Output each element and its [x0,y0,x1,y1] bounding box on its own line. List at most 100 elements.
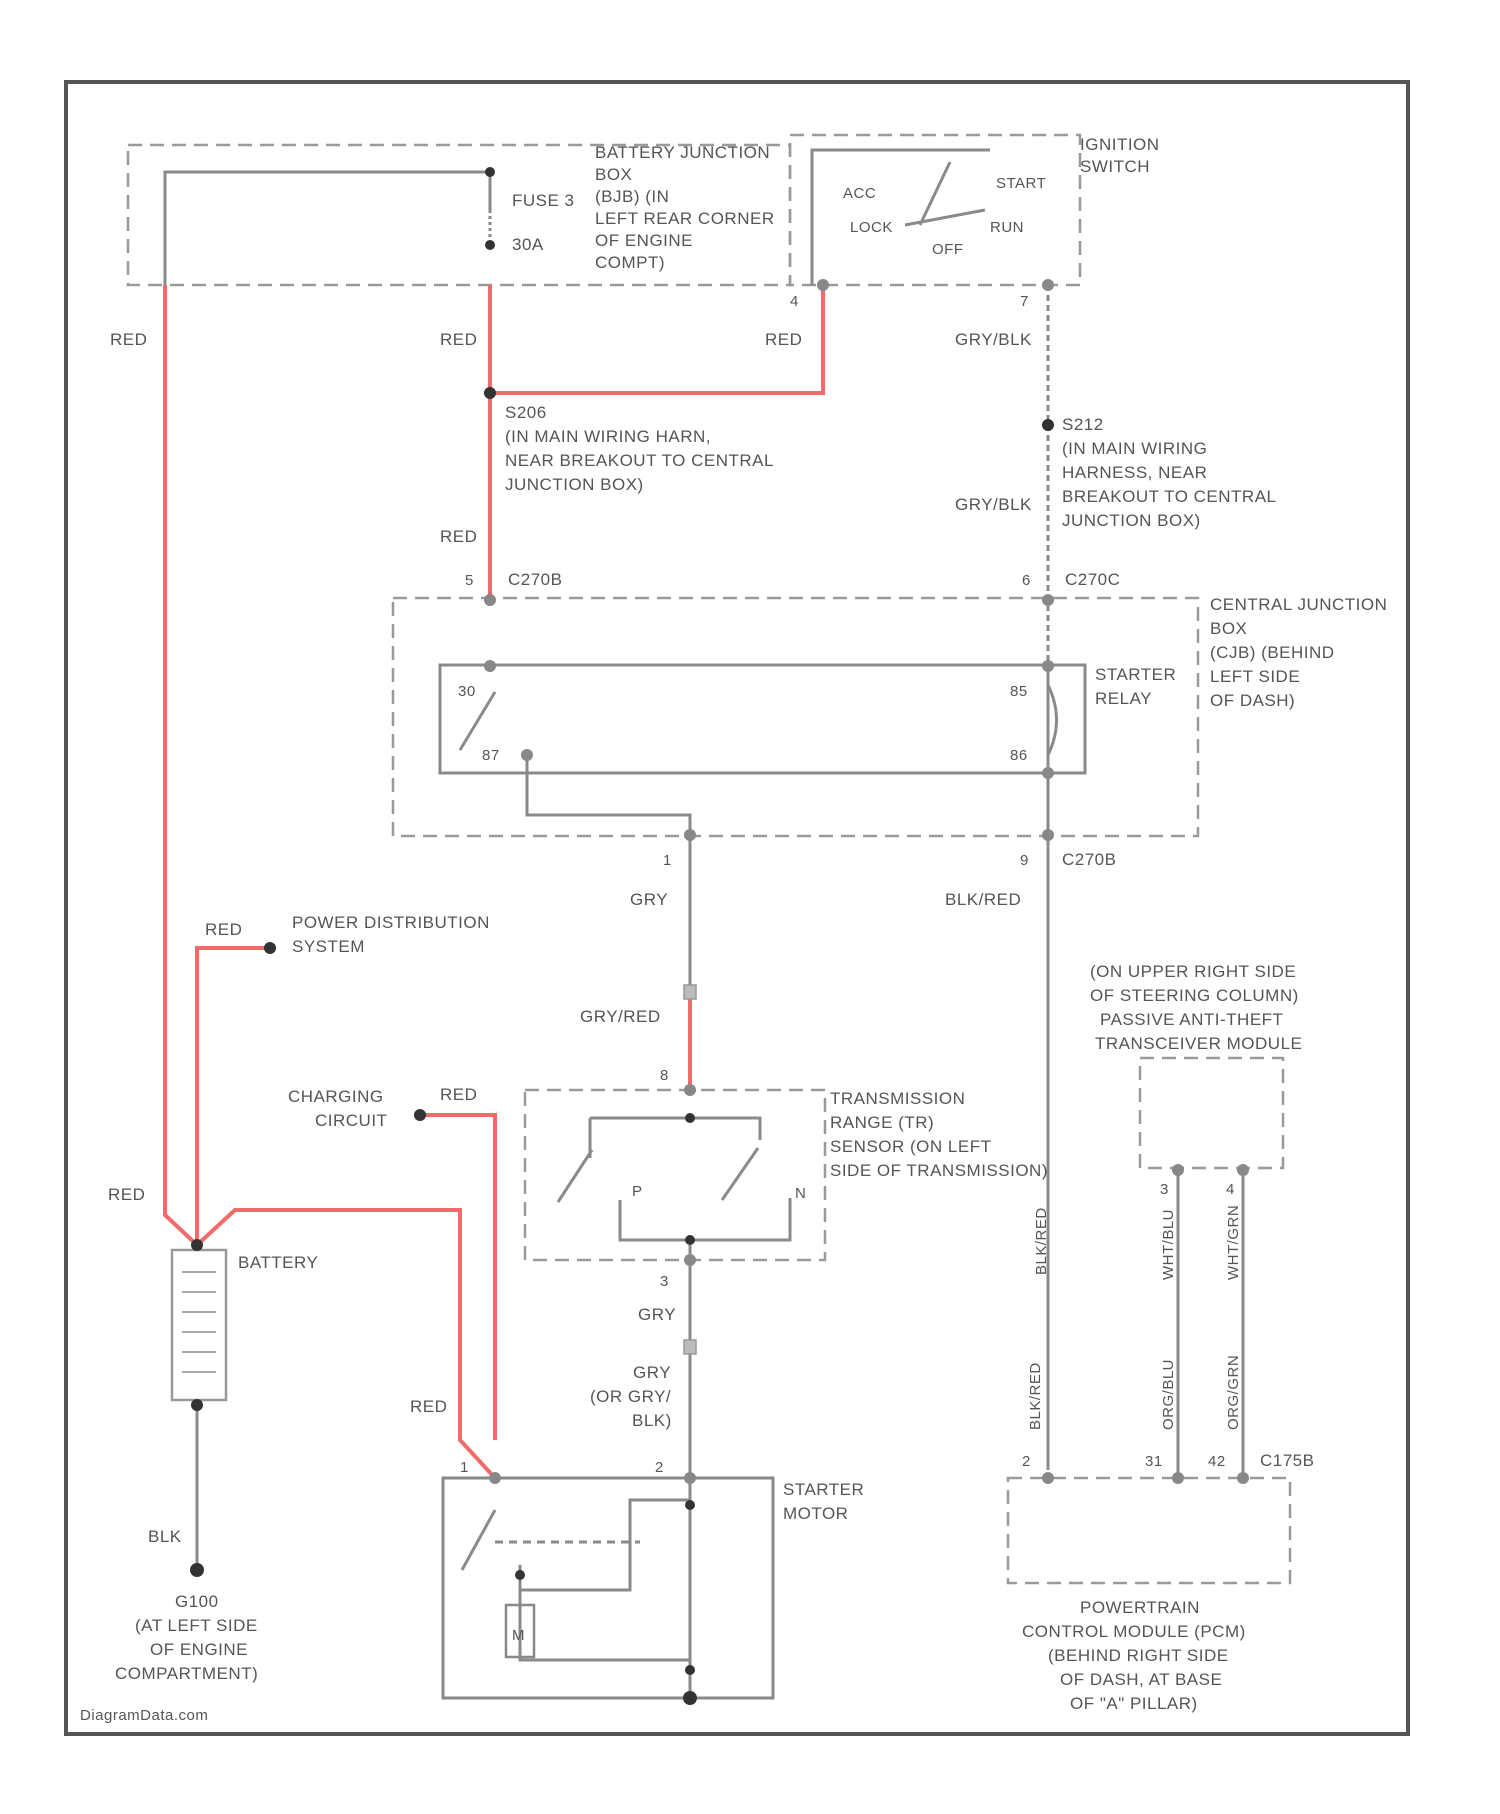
starter-switch [462,1510,495,1570]
relay-label-1: STARTER [1095,665,1176,684]
pcm-label: POWERTRAIN CONTROL MODULE (PCM) (BEHIND … [1022,1598,1246,1713]
wire-gry-blk-1: GRY/BLK [955,330,1032,349]
pats-module-outline [1140,1058,1283,1168]
bjb-line-4: LEFT REAR CORNER [595,209,775,228]
ign-label-1: IGNITION [1080,135,1160,154]
pcm-outline [1008,1478,1290,1583]
pin-pcm-31: 31 [1145,1453,1163,1470]
pds-red [197,948,275,1245]
svg-text:BOX: BOX [1210,619,1247,638]
wire-vert-blk-red-1: BLK/RED [1033,1207,1050,1275]
ign-lock: LOCK [850,219,893,236]
pin-cjb-6: 6 [1022,572,1031,589]
ground-label: G100 (AT LEFT SIDE OF ENGINE COMPARTMENT… [115,1592,258,1683]
svg-text:NEAR BREAKOUT TO CENTRAL: NEAR BREAKOUT TO CENTRAL [505,451,774,470]
starter-red [197,1210,495,1478]
bjb-line-5: OF ENGINE [595,231,693,250]
solenoid-label: M [512,1627,525,1644]
conn-c270b-top: C270B [508,570,562,589]
ign-acc: ACC [843,185,876,202]
charging-red [415,1115,495,1440]
starter-relay-outline [440,665,1085,773]
diagram-frame [66,82,1408,1734]
ignition-switch-outline [790,135,1080,285]
wire-gry-1: GRY [630,890,668,909]
wire-gry-2: GRY [638,1305,676,1324]
ign-run: RUN [990,219,1024,236]
svg-text:(IN MAIN WIRING: (IN MAIN WIRING [1062,439,1207,458]
wire-red-charging: RED [440,1085,477,1104]
wire-red-2: RED [440,330,477,349]
svg-text:TRANSCEIVER MODULE: TRANSCEIVER MODULE [1095,1034,1302,1053]
tr-bus-top [590,1118,760,1158]
battery-cells [182,1272,216,1372]
svg-text:(BEHIND RIGHT SIDE: (BEHIND RIGHT SIDE [1048,1646,1229,1665]
pin-ign-7: 7 [1020,293,1029,310]
fuse-rating: 30A [512,235,544,254]
wire-gry-alt-1: GRY [633,1363,671,1382]
relay-switch [460,692,495,750]
relay-pin-87: 87 [482,747,500,764]
wire-gry-alt-3: BLK) [632,1411,672,1430]
ign-label-2: SWITCH [1080,157,1150,176]
svg-text:JUNCTION BOX): JUNCTION BOX) [1062,511,1201,530]
conn-c270c: C270C [1065,570,1120,589]
bjb-line-2: BOX [595,165,632,184]
relay-87-out [527,752,690,1088]
charging-label-1: CHARGING [288,1087,384,1106]
starter-label-2: MOTOR [783,1504,848,1523]
svg-text:PASSIVE ANTI-THEFT: PASSIVE ANTI-THEFT [1100,1010,1283,1029]
pds-label-2: SYSTEM [292,937,365,956]
starter-motor-outline [443,1478,773,1698]
relay-pin-30-label: 30 [458,683,476,700]
ign-off: OFF [932,241,964,258]
tr-switch-n [722,1148,758,1200]
relay-label-2: RELAY [1095,689,1152,708]
relay-pin-85: 85 [1010,683,1028,700]
bjb-bus-wire [165,172,490,285]
wire-vert-wht-blu: WHT/BLU [1160,1209,1177,1280]
wire-red-pds: RED [205,920,242,939]
pin-pats-3: 3 [1160,1181,1169,1198]
splice-s212-label: S212 (IN MAIN WIRING HARNESS, NEAR BREAK… [1062,415,1277,530]
wire-red-1: RED [110,330,147,349]
svg-text:BREAKOUT TO CENTRAL: BREAKOUT TO CENTRAL [1062,487,1277,506]
starter-internal [520,1478,690,1700]
pin-sm-1: 1 [460,1459,469,1476]
central-junction-box-outline [393,598,1198,836]
svg-text:COMPARTMENT): COMPARTMENT) [115,1664,258,1683]
svg-text:TRANSMISSION: TRANSMISSION [830,1089,965,1108]
svg-text:HARNESS, NEAR: HARNESS, NEAR [1062,463,1207,482]
tr-pos-n: N [795,1185,806,1202]
bjb-line-1: BATTERY JUNCTION [595,143,770,162]
pin-ign-4: 4 [790,293,799,310]
wire-vert-org-blu: ORG/BLU [1160,1359,1177,1430]
pin-tr-3: 3 [660,1273,669,1290]
wire-gry-red: GRY/RED [580,1007,661,1026]
bjb-line-3: (BJB) (IN [595,187,669,206]
svg-text:POWERTRAIN: POWERTRAIN [1080,1598,1200,1617]
svg-text:OF ENGINE: OF ENGINE [150,1640,248,1659]
splice-s206-label: S206 (IN MAIN WIRING HARN, NEAR BREAKOUT… [505,403,774,494]
battery-label: BATTERY [238,1253,318,1272]
watermark: DiagramData.com [80,1707,208,1724]
svg-text:OF "A" PILLAR): OF "A" PILLAR) [1070,1694,1198,1713]
ign-start: START [996,175,1046,192]
pin-cjb-9: 9 [1020,852,1029,869]
tr-pos-p: P [632,1183,643,1200]
tr-switch-p [558,1150,592,1202]
svg-text:(CJB) (BEHIND: (CJB) (BEHIND [1210,643,1335,662]
tr-sensor-outline [525,1090,825,1260]
wire-blk: BLK [148,1527,182,1546]
svg-text:S212: S212 [1062,415,1104,434]
pin-cjb-5: 5 [465,572,474,589]
pin-pcm-2: 2 [1022,1453,1031,1470]
svg-text:CONTROL MODULE (PCM): CONTROL MODULE (PCM) [1022,1622,1246,1641]
wire-red-batt: RED [108,1185,145,1204]
charging-label-2: CIRCUIT [315,1111,387,1130]
svg-text:(IN MAIN WIRING HARN,: (IN MAIN WIRING HARN, [505,427,711,446]
bjb-line-6: COMPT) [595,253,665,272]
wire-gry-alt-2: (OR GRY/ [590,1387,671,1406]
tr-bus-bottom [620,1198,790,1240]
pin-cjb-1: 1 [663,852,672,869]
